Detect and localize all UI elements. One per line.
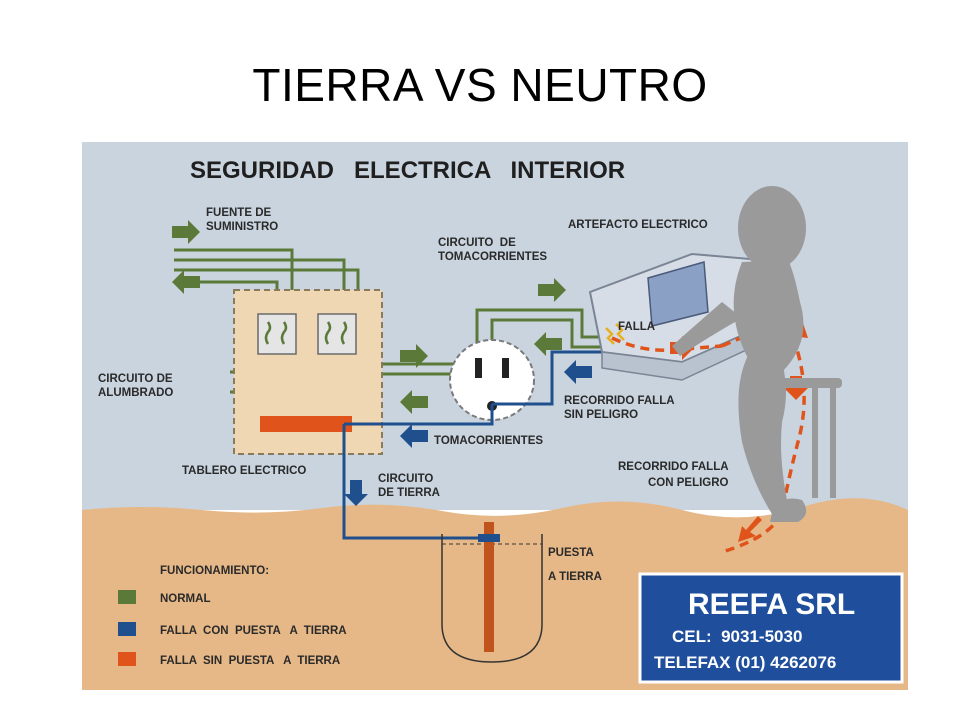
legend-title: FUNCIONAMIENTO:	[160, 565, 269, 577]
label-circuito-toma-2: TOMACORRIENTES	[438, 251, 547, 263]
label-recorrido-sin-2: SIN PELIGRO	[564, 409, 638, 421]
person-silhouette	[672, 186, 842, 522]
diagram-heading: SEGURIDAD ELECTRICA INTERIOR	[190, 157, 625, 184]
label-fuente-2: SUMINISTRO	[206, 221, 278, 233]
label-alumbrado-2: ALUMBRADO	[98, 387, 173, 399]
fault-spark	[605, 323, 625, 345]
legend-swatch-normal	[118, 590, 136, 604]
label-tomacorrientes: TOMACORRIENTES	[434, 435, 543, 447]
brand-cel: CEL: 9031-5030	[672, 627, 802, 646]
label-circuito-tierra-2: DE TIERRA	[378, 487, 440, 499]
label-circuito-tierra-1: CIRCUITO	[378, 473, 433, 485]
label-tablero: TABLERO ELECTRICO	[182, 465, 306, 477]
ground-bar	[260, 416, 352, 432]
brand-name: REEFA SRL	[688, 588, 855, 621]
breaker-left	[257, 313, 297, 355]
label-circuito-toma-1: CIRCUITO DE	[438, 237, 516, 249]
brand-box: REEFA SRL CEL: 9031-5030 TELEFAX (01) 42…	[638, 572, 904, 684]
label-falla: FALLA	[618, 321, 655, 333]
legend-swatch-grounded-fault	[118, 622, 136, 636]
label-recorrido-con-2: CON PELIGRO	[648, 477, 729, 489]
breaker-right	[317, 313, 357, 355]
normal-arrows	[172, 220, 566, 414]
slide-title: TIERRA VS NEUTRO	[252, 59, 708, 111]
label-puesta-2: A TIERRA	[548, 571, 602, 583]
label-recorrido-con-1: RECORRIDO FALLA	[618, 461, 729, 473]
ground-fault-arrows	[344, 360, 592, 506]
electrical-board	[233, 289, 383, 455]
legend-label-ungrounded-fault: FALLA SIN PUESTA A TIERRA	[160, 655, 340, 667]
legend-label-grounded-fault: FALLA CON PUESTA A TIERRA	[160, 625, 347, 637]
brand-telefax: TELEFAX (01) 4262076	[654, 653, 836, 672]
label-fuente-1: FUENTE DE	[206, 207, 272, 219]
legend-label-normal: NORMAL	[160, 593, 210, 605]
label-artefacto: ARTEFACTO ELECTRICO	[568, 219, 708, 231]
label-recorrido-sin-1: RECORRIDO FALLA	[564, 395, 675, 407]
legend: FUNCIONAMIENTO: NORMAL FALLA CON PUESTA …	[118, 565, 347, 667]
label-alumbrado-1: CIRCUITO DE	[98, 373, 173, 385]
legend-swatch-ungrounded-fault	[118, 652, 136, 666]
label-puesta-1: PUESTA	[548, 547, 594, 559]
electrical-safety-diagram: SEGURIDAD ELECTRICA INTERIOR	[82, 142, 908, 690]
ground-rod	[441, 522, 543, 663]
